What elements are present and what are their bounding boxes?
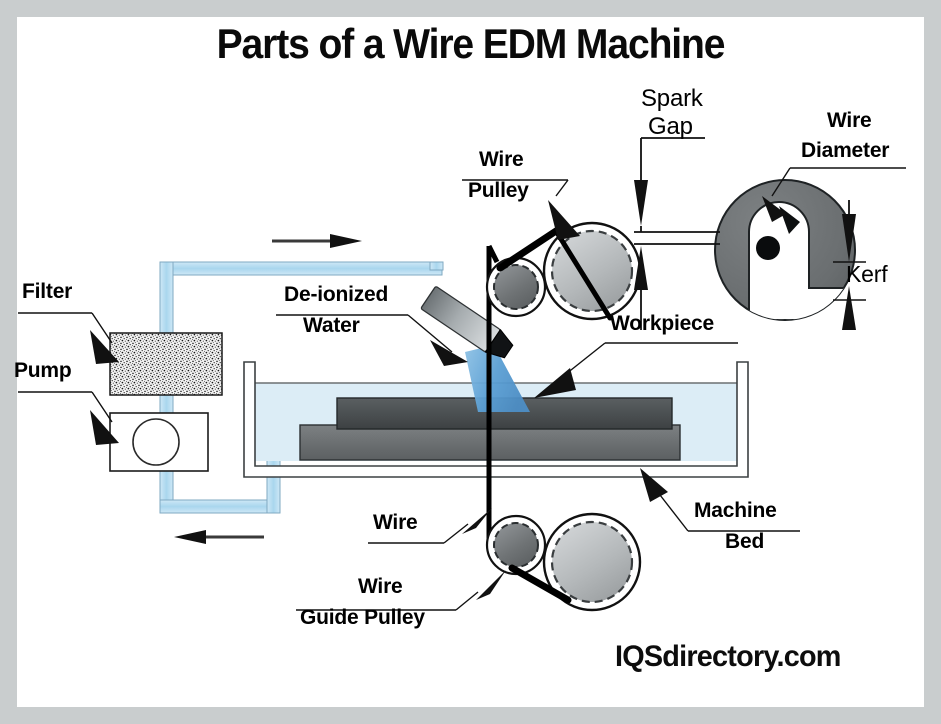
spark-gap-arrow-up — [634, 246, 648, 290]
leader-wire-diameter — [762, 167, 906, 222]
bottom-wire-span — [508, 564, 572, 604]
label-kerf: Kerf — [846, 261, 888, 287]
top-guide-pulley-small — [485, 256, 547, 318]
top-wire-span-lower — [553, 228, 613, 321]
label-wire-diameter-line2: Diameter — [801, 139, 890, 162]
label-deionized-water-line2: Water — [303, 314, 360, 337]
brand-watermark: IQSdirectory.com — [615, 640, 841, 673]
wire-cross-section — [756, 236, 780, 260]
label-machine-bed-line1: Machine — [694, 499, 777, 522]
pump-unit — [109, 412, 209, 472]
leader-deionized-water — [276, 314, 468, 366]
label-wire-pulley-line2: Pulley — [468, 179, 529, 202]
bottom-guide-pulley-small — [485, 514, 547, 576]
spark-gap-dimension — [634, 137, 720, 330]
label-wire-guide-pulley-line1: Wire — [358, 575, 403, 598]
kerf-slot — [748, 201, 855, 320]
leader-pump — [18, 391, 119, 445]
supply-pipe-top-seg — [159, 261, 443, 276]
label-wire-guide-pulley-line2: Guide Pulley — [300, 606, 425, 629]
flow-arrow-return — [174, 530, 264, 544]
leader-machine-bed — [640, 468, 800, 532]
label-deionized-water-line1: De-ionized — [284, 283, 389, 306]
label-wire-pulley-line1: Wire — [479, 148, 524, 171]
nozzle-feed-pipe — [429, 261, 444, 271]
kerf-dimension — [833, 200, 866, 330]
top-wire-span-upper — [496, 227, 560, 272]
filter-unit — [109, 332, 223, 396]
kerf-arrow-up — [842, 286, 856, 330]
flow-arrow-forward — [272, 234, 362, 248]
leader-wire — [368, 508, 492, 544]
leader-workpiece — [534, 342, 738, 398]
label-spark-gap-line1: Spark — [641, 85, 703, 112]
top-wire-entry — [486, 244, 500, 264]
filter-box — [109, 332, 223, 396]
pump-impeller — [132, 418, 180, 466]
spark-gap-arrow-down — [634, 180, 648, 226]
leader-filter — [18, 312, 119, 364]
leader-wire-guide-pulley — [296, 570, 506, 611]
tank-riser-pipe — [266, 454, 281, 514]
page-title: Parts of a Wire EDM Machine — [216, 20, 726, 67]
wire-kerf-detail — [714, 179, 856, 321]
kerf-arrow-down — [842, 214, 856, 262]
return-pipe-bottom — [159, 499, 281, 514]
tank-walls — [243, 361, 749, 478]
leader-wire-pulley — [462, 179, 580, 240]
label-machine-bed-line2: Bed — [725, 530, 765, 553]
label-pump: Pump — [14, 359, 72, 382]
label-wire-diameter-line1: Wire — [827, 109, 872, 132]
dielectric-spray-cone — [465, 345, 530, 412]
label-workpiece: Workpiece — [610, 312, 715, 335]
deionized-water-nozzle — [420, 286, 514, 359]
bottom-wire-pulley-large — [542, 512, 642, 612]
label-filter: Filter — [22, 280, 73, 303]
label-wire: Wire — [373, 511, 418, 534]
label-spark-gap-line2: Gap — [648, 113, 693, 140]
